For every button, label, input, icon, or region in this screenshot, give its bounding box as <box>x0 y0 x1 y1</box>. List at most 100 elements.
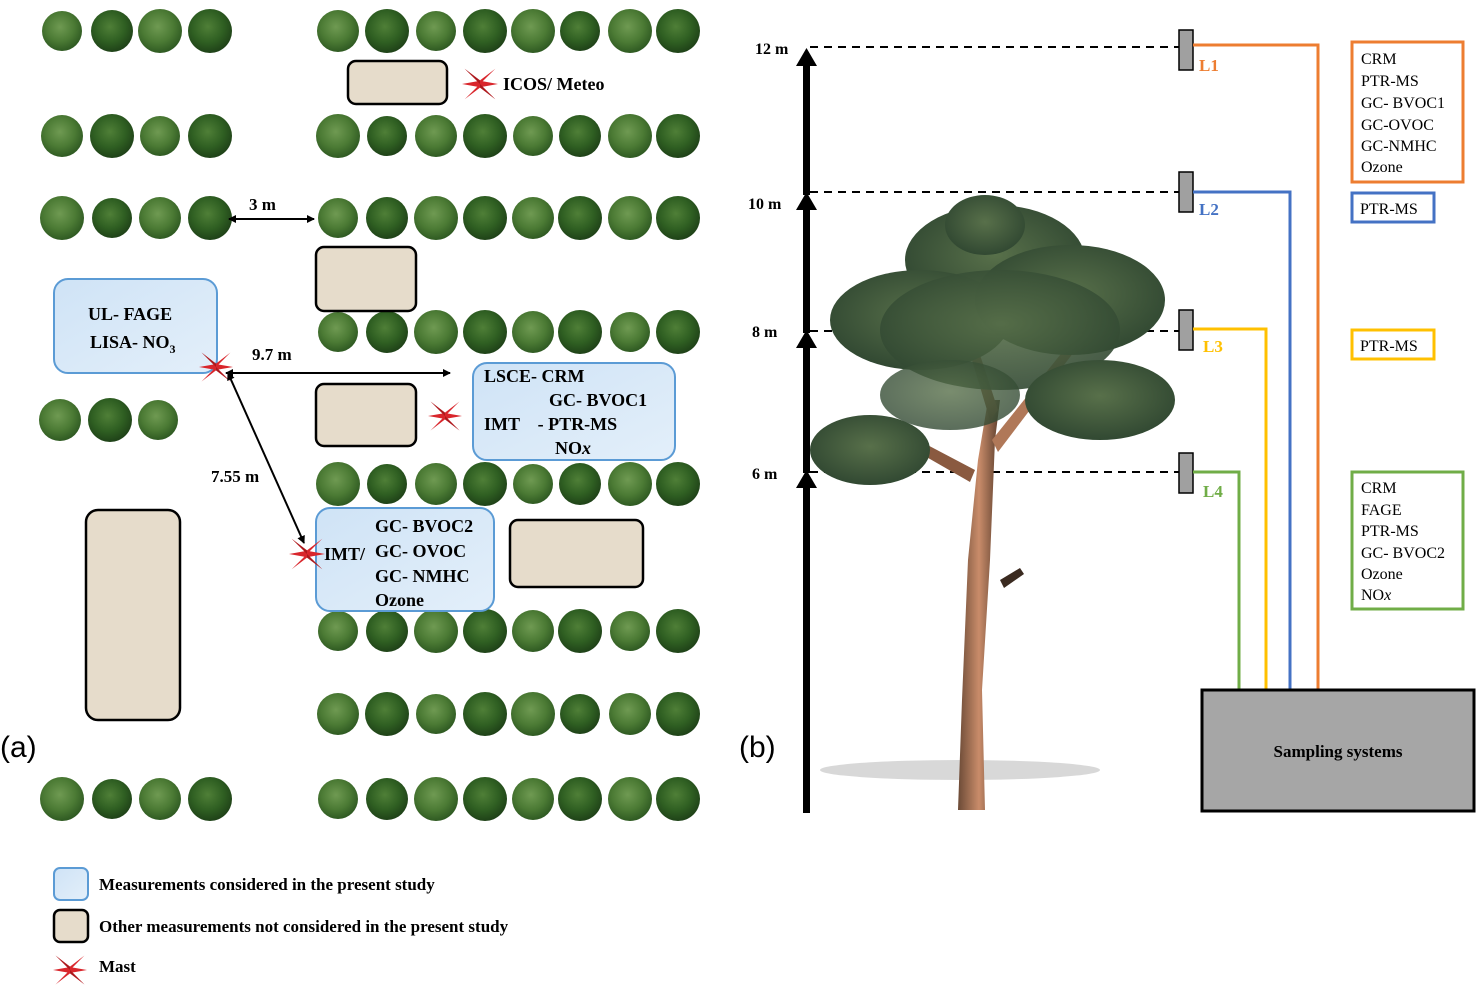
tree-crown <box>90 114 134 158</box>
tree-crown <box>40 196 84 240</box>
tree-crown <box>42 11 82 51</box>
tree-crown <box>463 692 507 736</box>
instrument-l1-0: CRM <box>1361 51 1397 68</box>
tree-crown <box>463 9 507 53</box>
sampling-line-l4 <box>1193 470 1241 690</box>
tree-crown <box>318 779 358 819</box>
other-box-2 <box>314 245 418 313</box>
legend-icon-measured <box>53 867 89 901</box>
other-box-large <box>84 508 182 722</box>
other-box-4 <box>508 518 645 589</box>
ozone-label-a: Ozone <box>375 590 424 610</box>
tree-crown <box>558 777 602 821</box>
inlet-sensors <box>1178 29 1194 494</box>
instrument-l4-1: FAGE <box>1361 502 1402 519</box>
sampling-line-l1 <box>1193 43 1320 690</box>
distance-arrow-imt <box>227 372 305 544</box>
tree-crown <box>366 610 408 652</box>
tree-crown <box>656 462 700 506</box>
tree-crown <box>608 196 652 240</box>
tree-crown <box>39 399 81 441</box>
tree-crown <box>188 777 232 821</box>
level-label-l1: L1 <box>1199 56 1219 75</box>
tree-crown <box>366 778 408 820</box>
other-box-3 <box>314 382 418 448</box>
tree-crown <box>463 196 507 240</box>
tree-crown <box>608 9 652 53</box>
tree-crown <box>366 197 408 239</box>
height-label-8m: 8 m <box>752 324 778 341</box>
instrument-box-l1 <box>1350 40 1465 184</box>
level-label-l2: L2 <box>1199 200 1219 219</box>
instrument-l1-1: PTR-MS <box>1361 73 1419 90</box>
pine-tree-illustration <box>810 195 1175 810</box>
legend-label-mast: Mast <box>99 957 136 976</box>
tree-crown <box>365 692 409 736</box>
tree-crown <box>91 10 133 52</box>
tree-crown <box>414 777 458 821</box>
inlet-l4 <box>1178 452 1194 494</box>
tree-crown <box>317 693 359 735</box>
tree-crown <box>188 196 232 240</box>
tree-crown <box>656 609 700 653</box>
instrument-list-l1: CRM PTR-MS GC- BVOC1 GC-OVOC GC-NMHC Ozo… <box>1361 51 1445 176</box>
tree-crown <box>656 9 700 53</box>
tree-crown <box>463 462 507 506</box>
inlet-l3 <box>1178 309 1194 351</box>
tree-crown <box>608 114 652 158</box>
tree-crown <box>367 116 407 156</box>
tree-crown <box>463 609 507 653</box>
sampling-systems-box <box>1200 688 1476 813</box>
sampling-line-l3 <box>1193 327 1268 690</box>
station-box-imt-gc <box>315 507 495 612</box>
tree-crown <box>414 310 458 354</box>
tree-crown <box>367 464 407 504</box>
tree-crown <box>560 11 600 51</box>
tree-crown <box>656 692 700 736</box>
distance-label-imt: 7.55 m <box>211 467 259 486</box>
ul-fage-label: UL- FAGE <box>88 304 172 324</box>
tree-crown <box>513 464 553 504</box>
mast-icon-icos <box>462 68 498 100</box>
tree-crown <box>188 114 232 158</box>
tree-crown <box>560 694 600 734</box>
panel-label-a: (a) <box>0 731 37 764</box>
height-label-10m: 10 m <box>748 196 782 213</box>
legend-label-measured: Measurements considered in the present s… <box>99 875 435 894</box>
instrument-l4-4: Ozone <box>1361 566 1403 583</box>
tree-crown <box>41 115 83 157</box>
instrument-l1-4: GC-NMHC <box>1361 138 1437 155</box>
tree-crown <box>463 114 507 158</box>
instrument-l4-5: NOx <box>1361 587 1391 604</box>
tree-crown <box>316 462 360 506</box>
tree-crown <box>608 777 652 821</box>
tree-crown <box>318 198 358 238</box>
tree-crown <box>138 9 182 53</box>
instrument-l4-2: PTR-MS <box>1361 523 1419 540</box>
sampling-systems-label: Sampling systems <box>1274 742 1403 761</box>
tree-crown <box>318 312 358 352</box>
tree-crown <box>318 611 358 651</box>
tree-crown <box>365 9 409 53</box>
nox-label-a: NOx <box>555 438 591 458</box>
instrument-l2-0: PTR-MS <box>1360 201 1418 218</box>
tree-crown <box>463 777 507 821</box>
height-label-12m: 12 m <box>755 41 789 58</box>
station-box-ul-lisa <box>53 278 218 374</box>
tree-crown <box>88 398 132 442</box>
tree-crown <box>415 115 457 157</box>
gc-bvoc2-label: GC- BVOC2 <box>375 516 473 536</box>
gc-bvoc1-label: GC- BVOC1 <box>549 390 647 410</box>
station-box-lsce-imt <box>472 362 676 461</box>
tree-rows <box>39 9 700 821</box>
level-label-l4: L4 <box>1203 482 1223 501</box>
tree-crown <box>512 311 554 353</box>
tree-crown <box>140 116 180 156</box>
tree-crown <box>92 198 132 238</box>
tree-crown <box>512 610 554 652</box>
tree-crown <box>366 311 408 353</box>
tree-crown <box>559 463 601 505</box>
tree-crown <box>559 115 601 157</box>
level-label-l3: L3 <box>1203 337 1223 356</box>
tree-crown <box>512 778 554 820</box>
